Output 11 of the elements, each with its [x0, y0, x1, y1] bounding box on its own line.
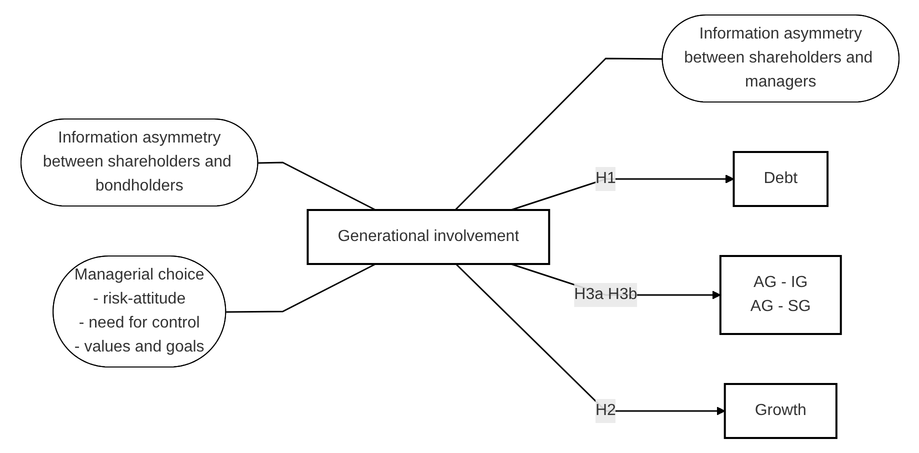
- node-box: AG - IG AG - SG: [718, 255, 842, 335]
- node-box: Generational involvement: [306, 209, 550, 265]
- edge-label: H1: [594, 170, 616, 187]
- edge-label: H3a H3b: [574, 286, 637, 303]
- connector: [226, 263, 376, 313]
- node-box: Growth: [723, 382, 837, 439]
- edge-label: H2: [594, 402, 616, 419]
- arrow: [510, 174, 734, 211]
- node-box: Debt: [732, 151, 828, 207]
- connector: [454, 58, 662, 211]
- connector: [258, 162, 376, 211]
